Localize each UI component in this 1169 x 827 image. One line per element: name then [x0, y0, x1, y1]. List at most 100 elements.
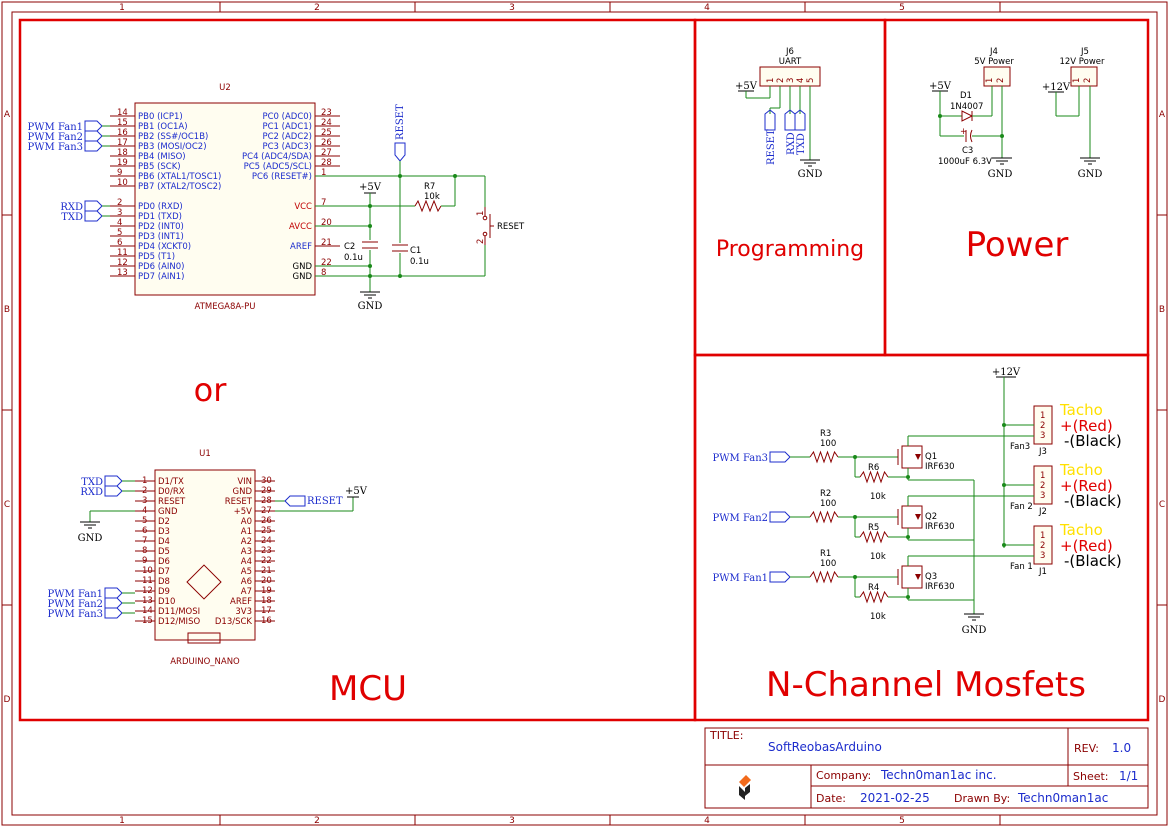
u2-pin-name: PC6 (RESET#)	[252, 172, 312, 182]
fan-connector-pin: 2	[1040, 421, 1045, 431]
u1-pin-name: A1	[241, 527, 252, 537]
pulldown-resistor-value: 10k	[870, 612, 886, 622]
sw-contact	[482, 231, 488, 237]
u1-pin-number: 7	[142, 536, 147, 546]
u1-pin-name: D2	[158, 517, 170, 527]
u1-pin-name: GND	[233, 487, 253, 497]
gate-resistor	[809, 510, 839, 524]
u2-pin-number: 13	[117, 268, 128, 278]
u2-pin-number: 8	[321, 268, 326, 278]
u1-value: ARDUINO_NANO	[170, 657, 240, 667]
u2-pin-name: PB2 (SS#/OC1B)	[138, 132, 208, 142]
mosfet-body	[901, 445, 923, 469]
gate-resistor-value: 100	[820, 439, 836, 449]
u2-pin-name: PD5 (T1)	[138, 252, 175, 262]
j4-pin1: 1	[985, 78, 995, 83]
j4-pin2: 2	[996, 78, 1006, 83]
u1-pin-number: 10	[142, 566, 153, 576]
u2-pin-name: PD2 (INT0)	[138, 222, 184, 232]
u2-pin-number: 10	[117, 178, 128, 188]
j6-txd-flag	[794, 109, 806, 131]
u2-pin-number: 16	[117, 128, 128, 138]
tb-company: Techn0man1ac inc.	[880, 768, 997, 782]
reset-net-label: RESET	[395, 104, 406, 140]
u2-net-label: PWM Fan3	[28, 142, 83, 153]
j6-rxd-label: RXD	[786, 132, 797, 155]
junction	[1002, 483, 1006, 487]
net-flag	[84, 210, 103, 222]
c3-value: 1000uF 6.3V	[938, 157, 992, 167]
rxd-flag	[104, 485, 123, 497]
ruler-row-left: D	[4, 695, 11, 705]
tb-drawn: Techn0man1ac	[1017, 791, 1108, 805]
u1-pin-number: 16	[261, 616, 272, 626]
ruler-col-bottom: 3	[509, 816, 515, 826]
u1-pin-name: RESET	[225, 497, 253, 507]
fan-connector-pin: 3	[1040, 491, 1045, 501]
pwm-input-label: PWM Fan2	[713, 513, 768, 524]
txd-flag	[104, 475, 123, 487]
u2-pin-number: 15	[117, 118, 128, 128]
black-wire-label: -(Black)	[1064, 432, 1122, 450]
c2-value: 0.1u	[344, 253, 363, 263]
red-wire-label: +(Red)	[1060, 417, 1113, 435]
ruler-row-left: C	[4, 500, 10, 510]
mosfets-section-box	[693, 353, 1150, 722]
u1-nets: TXD RXD GND PWM Fan1 PWM Fan2 PWM Fan3 R…	[48, 475, 368, 620]
power-gnd-label-j5: GND	[1078, 169, 1103, 180]
mosfet-value: IRF630	[925, 462, 955, 472]
j6-pin-number: 4	[796, 78, 806, 83]
u2-pin-number: 20	[321, 218, 332, 228]
c1-gap	[392, 243, 408, 253]
ruler-col-top: 1	[119, 3, 125, 13]
u2-pin-number: 22	[321, 258, 332, 268]
sw-pin2: 2	[476, 239, 486, 244]
u2-pin-name: GND	[293, 272, 313, 282]
u1-pin-number: 26	[261, 516, 272, 526]
pwm-input-label: PWM Fan1	[713, 573, 768, 584]
u2-body	[134, 102, 316, 296]
r7-ref: R7	[424, 182, 435, 192]
u2-pin-number: 25	[321, 128, 332, 138]
pulldown-resistor	[859, 590, 889, 604]
ruler-col-top: 2	[314, 3, 320, 13]
c2-gap	[362, 240, 378, 250]
fan-connector-ref: J3	[1038, 447, 1047, 457]
u1-pin-name: D5	[158, 547, 170, 557]
u1-body	[154, 469, 256, 641]
u2-pin-name: GND	[293, 262, 313, 272]
u1-pin-name: VIN	[237, 477, 252, 487]
u1-pin-number: 17	[261, 606, 272, 616]
reset-net-flag	[394, 142, 406, 162]
junction	[938, 114, 942, 118]
u2-pin-number: 17	[117, 138, 128, 148]
u1-pin-name: A4	[241, 557, 252, 567]
u2-pin-name: PC4 (ADC4/SDA)	[242, 152, 312, 162]
ruler-row-right: A	[1159, 110, 1166, 120]
c1-value: 0.1u	[410, 257, 429, 267]
j4-body	[983, 66, 1011, 87]
junction	[906, 535, 910, 539]
tb-rev-label: REV:	[1074, 742, 1099, 755]
gate-resistor-ref: R2	[820, 489, 831, 499]
u1-pin-name: 3V3	[235, 607, 252, 617]
u2-net-label: RXD	[60, 202, 83, 213]
r7-resistor	[414, 199, 442, 213]
u1-pin-name: D0/RX	[158, 487, 185, 497]
j6-pin-number: 1	[766, 78, 776, 83]
mosfet-ref: Q1	[925, 452, 937, 462]
junction	[368, 204, 372, 208]
u1-pin-number: 18	[261, 596, 272, 606]
j6-gnd-label: GND	[798, 169, 823, 180]
u1-pin-number: 11	[142, 576, 153, 586]
u1-pin-name: A0	[241, 517, 252, 527]
u1-pin-number: 28	[261, 496, 272, 506]
fan-connector-ref: J1	[1038, 567, 1047, 577]
gate-resistor	[809, 570, 839, 584]
u1-pin-name: D4	[158, 537, 170, 547]
junction	[398, 274, 402, 278]
